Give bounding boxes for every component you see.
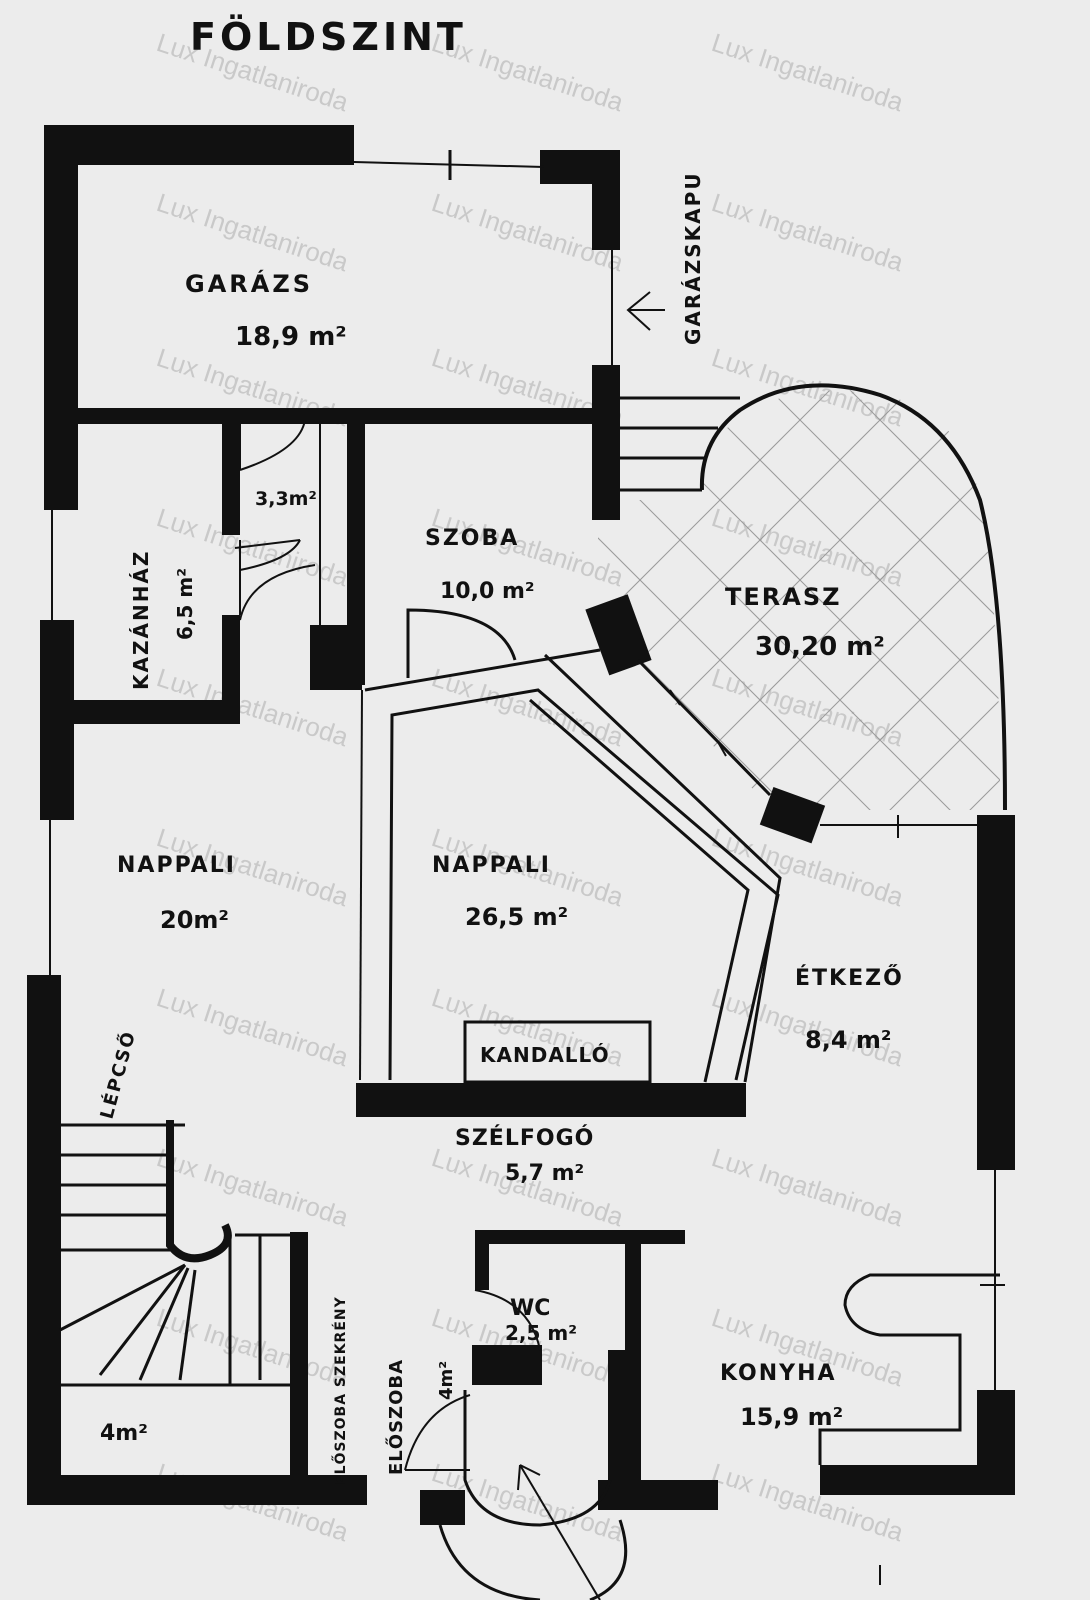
living-room-left-name: NAPPALI bbox=[117, 853, 236, 878]
labels: FÖLDSZINT GARÁZS 18,9 m² GARÁZSKAPU 3,3m… bbox=[96, 15, 904, 1485]
boiler-room-area: 6,5 m² bbox=[173, 568, 197, 640]
wall bbox=[420, 1490, 465, 1525]
wall bbox=[44, 125, 78, 510]
wall bbox=[222, 415, 240, 535]
wall bbox=[592, 365, 620, 520]
wall bbox=[820, 1465, 1015, 1495]
garage-area: 18,9 m² bbox=[235, 322, 347, 352]
thin-lines bbox=[49, 150, 1007, 1600]
living-room-center-area: 26,5 m² bbox=[465, 903, 568, 931]
wall bbox=[472, 1345, 542, 1385]
living-room-left-area: 20m² bbox=[160, 906, 229, 934]
wc-name: WC bbox=[510, 1296, 550, 1321]
living-room-center-name: NAPPALI bbox=[432, 853, 551, 878]
room-name: SZOBA bbox=[425, 526, 519, 551]
boiler-room-name: KAZÁNHÁZ bbox=[129, 550, 153, 690]
page-title: FÖLDSZINT bbox=[190, 15, 467, 59]
terrace-area: 30,20 m² bbox=[755, 632, 885, 662]
fireplace-label: KANDALLÓ bbox=[480, 1043, 610, 1067]
wall bbox=[475, 1230, 685, 1244]
terrace-name: TERASZ bbox=[725, 583, 842, 611]
stair-area: 4m² bbox=[100, 1421, 148, 1446]
wall bbox=[347, 420, 365, 685]
dining-name: ÉTKEZŐ bbox=[795, 965, 904, 991]
wall bbox=[44, 125, 354, 165]
hallway-area: 4m² bbox=[436, 1361, 457, 1400]
wall bbox=[27, 975, 61, 1490]
wall bbox=[977, 815, 1015, 1170]
dining-area: 8,4 m² bbox=[805, 1026, 891, 1054]
kitchen-area: 15,9 m² bbox=[740, 1403, 843, 1431]
kitchen-name: KONYHA bbox=[720, 1361, 837, 1386]
vestibule-area: 5,7 m² bbox=[505, 1161, 584, 1186]
room-area: 10,0 m² bbox=[440, 579, 535, 604]
wall bbox=[76, 408, 596, 424]
small-room-area: 3,3m² bbox=[255, 488, 317, 510]
vestibule-name: SZÉLFOGÓ bbox=[455, 1125, 594, 1151]
wall bbox=[60, 700, 240, 724]
wall bbox=[759, 786, 826, 844]
hallway-name: ELŐSZOBA bbox=[385, 1359, 407, 1475]
hallway-wardrobe-label: ELŐSZOBA SZEKRÉNY bbox=[331, 1296, 349, 1485]
walls bbox=[27, 125, 1015, 1525]
wc-area: 2,5 m² bbox=[505, 1321, 577, 1345]
wall bbox=[356, 1083, 746, 1117]
wall bbox=[222, 615, 240, 720]
garage-name: GARÁZS bbox=[185, 269, 313, 298]
wall bbox=[585, 594, 652, 676]
garage-gate-label: GARÁZSKAPU bbox=[681, 171, 705, 345]
wall bbox=[27, 1475, 367, 1505]
wall bbox=[625, 1230, 641, 1500]
wall bbox=[290, 1232, 308, 1497]
wall bbox=[592, 150, 620, 250]
wall bbox=[475, 1230, 489, 1290]
